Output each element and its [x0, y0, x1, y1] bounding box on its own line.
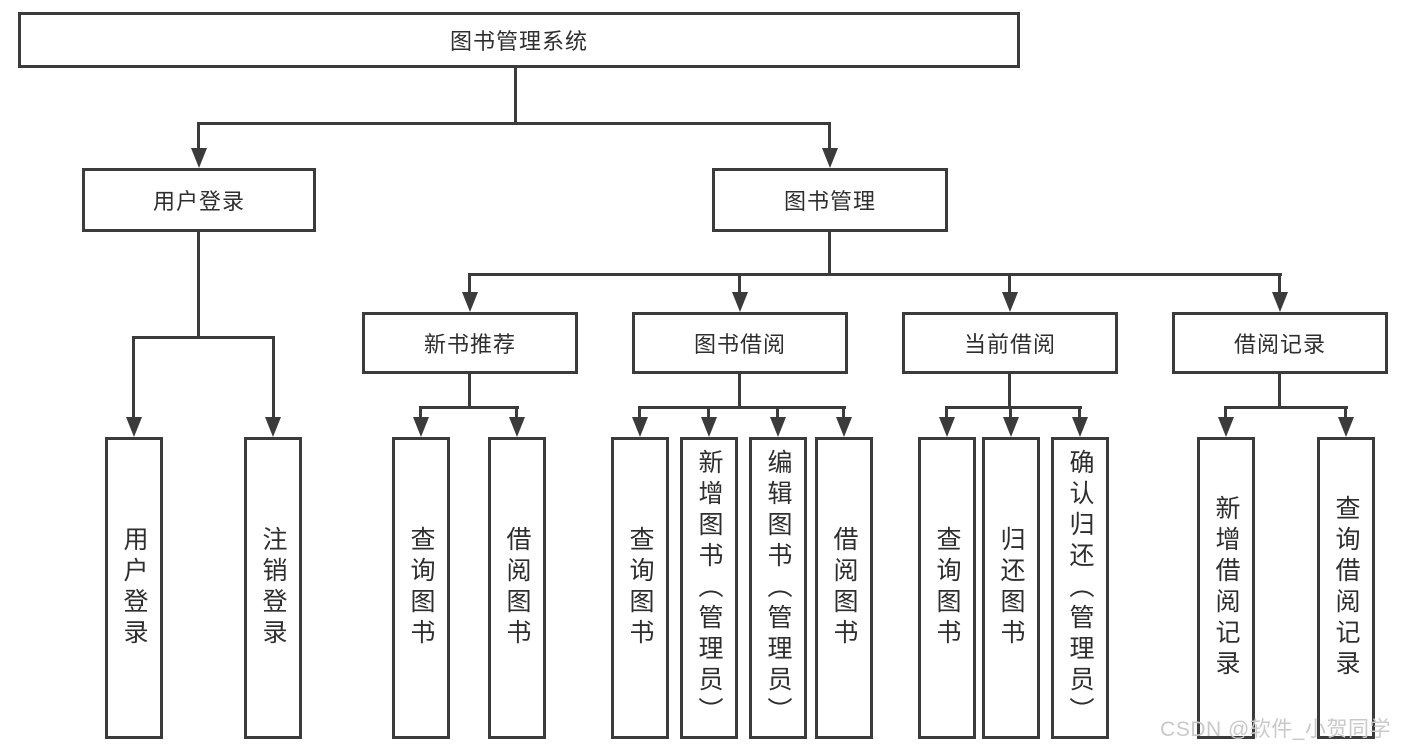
edge-management-rail [468, 273, 1282, 276]
edge-leaf-drop [515, 406, 518, 419]
edge-to-leaf-logout [272, 336, 275, 419]
node-user-login: 用户登录 [82, 168, 316, 232]
leaf-add-borrow-record: 新增借阅记录 [1197, 437, 1255, 739]
arrow-down-icon [770, 417, 786, 437]
leaf-current-query-books-label: 查询图书 [933, 526, 961, 650]
arrow-down-icon [462, 292, 478, 312]
edge-borrowing-rail [638, 406, 846, 409]
leaf-recommend-borrow-books-label: 借阅图书 [503, 526, 531, 650]
edge-leaf-drop [638, 406, 641, 419]
edge-recommend-rail [419, 406, 519, 409]
leaf-confirm-return-admin: 确认归还（管理员） [1051, 437, 1109, 739]
edge-login-rail [132, 336, 275, 339]
edge-login-trunk [197, 232, 200, 336]
csdn-watermark: CSDN @软件_小贺同学 [1160, 718, 1391, 741]
leaf-confirm-return-admin-label: 确认归还（管理员） [1066, 448, 1094, 728]
edge-leaf-drop [707, 406, 710, 419]
arrow-down-icon [265, 417, 281, 437]
edge-leaf-drop [419, 406, 422, 419]
node-new-book-recommend-label: 新书推荐 [423, 332, 516, 357]
arrow-down-icon [1002, 292, 1018, 312]
leaf-edit-book-admin: 编辑图书（管理员） [749, 437, 807, 739]
leaf-recommend-query-books: 查询图书 [392, 437, 450, 739]
node-borrow-records: 借阅记录 [1172, 312, 1388, 374]
edge-current-trunk [1008, 374, 1011, 406]
edge-to-recommend [468, 273, 471, 294]
leaf-add-borrow-record-label: 新增借阅记录 [1212, 495, 1240, 681]
edge-to-leaf-user-login [132, 336, 135, 419]
edge-leaf-drop [842, 406, 845, 419]
leaf-recommend-borrow-books: 借阅图书 [488, 437, 546, 739]
edge-to-current [1008, 273, 1011, 294]
arrow-down-icon [191, 148, 207, 168]
leaf-user-login-label: 用户登录 [120, 526, 148, 650]
arrow-down-icon [701, 417, 717, 437]
edge-borrowing-trunk [738, 374, 741, 406]
edge-leaf-drop [776, 406, 779, 419]
edge-leaf-drop [1078, 406, 1081, 419]
edge-leaf-drop [945, 406, 948, 419]
edge-leaf-drop [1009, 406, 1012, 419]
leaf-borrow-query-books: 查询图书 [611, 437, 669, 739]
arrow-down-icon [822, 148, 838, 168]
edge-to-book-management [828, 122, 831, 150]
leaf-borrow-borrow-books-label: 借阅图书 [830, 526, 858, 650]
edge-root-trunk [514, 68, 517, 122]
node-new-book-recommend: 新书推荐 [362, 312, 578, 374]
arrow-down-icon [1272, 292, 1288, 312]
arrow-down-icon [1003, 417, 1019, 437]
leaf-return-book-label: 归还图书 [997, 526, 1025, 650]
node-book-management: 图书管理 [712, 168, 948, 232]
leaf-add-book-admin-label: 新增图书（管理员） [695, 448, 723, 728]
edge-leaf-drop [1344, 406, 1347, 419]
arrow-down-icon [413, 417, 429, 437]
edge-recommend-trunk [468, 374, 471, 406]
leaf-logout: 注销登录 [244, 437, 302, 739]
arrow-down-icon [509, 417, 525, 437]
edge-records-rail [1224, 406, 1348, 409]
arrow-down-icon [939, 417, 955, 437]
arrow-down-icon [1218, 417, 1234, 437]
node-book-management-label: 图书管理 [783, 189, 876, 214]
node-current-borrowing: 当前借阅 [902, 312, 1118, 374]
node-current-borrowing-label: 当前借阅 [963, 332, 1056, 357]
edge-root-rail [198, 122, 830, 125]
edge-to-borrowing [738, 273, 741, 294]
leaf-query-borrow-record: 查询借阅记录 [1317, 437, 1375, 739]
node-book-borrowing-label: 图书借阅 [693, 332, 786, 357]
leaf-query-borrow-record-label: 查询借阅记录 [1332, 495, 1360, 681]
edge-management-trunk [828, 232, 831, 273]
leaf-edit-book-admin-label: 编辑图书（管理员） [764, 448, 792, 728]
leaf-add-book-admin: 新增图书（管理员） [680, 437, 738, 739]
leaf-logout-label: 注销登录 [259, 526, 287, 650]
edge-current-rail [945, 406, 1082, 409]
node-borrow-records-label: 借阅记录 [1233, 332, 1326, 357]
leaf-current-query-books: 查询图书 [918, 437, 976, 739]
edge-to-user-login [197, 122, 200, 150]
node-library-system-label: 图书管理系统 [449, 29, 588, 54]
edge-records-trunk [1278, 374, 1281, 406]
leaf-recommend-query-books-label: 查询图书 [407, 526, 435, 650]
arrow-down-icon [732, 292, 748, 312]
arrow-down-icon [126, 417, 142, 437]
leaf-return-book: 归还图书 [982, 437, 1040, 739]
node-library-system: 图书管理系统 [18, 12, 1020, 68]
leaf-borrow-borrow-books: 借阅图书 [815, 437, 873, 739]
node-user-login-label: 用户登录 [152, 189, 245, 214]
node-book-borrowing: 图书借阅 [632, 312, 848, 374]
arrow-down-icon [1072, 417, 1088, 437]
leaf-borrow-query-books-label: 查询图书 [626, 526, 654, 650]
arrow-down-icon [1338, 417, 1354, 437]
edge-leaf-drop [1224, 406, 1227, 419]
leaf-user-login: 用户登录 [105, 437, 163, 739]
edge-to-records [1278, 273, 1281, 294]
arrow-down-icon [836, 417, 852, 437]
arrow-down-icon [632, 417, 648, 437]
